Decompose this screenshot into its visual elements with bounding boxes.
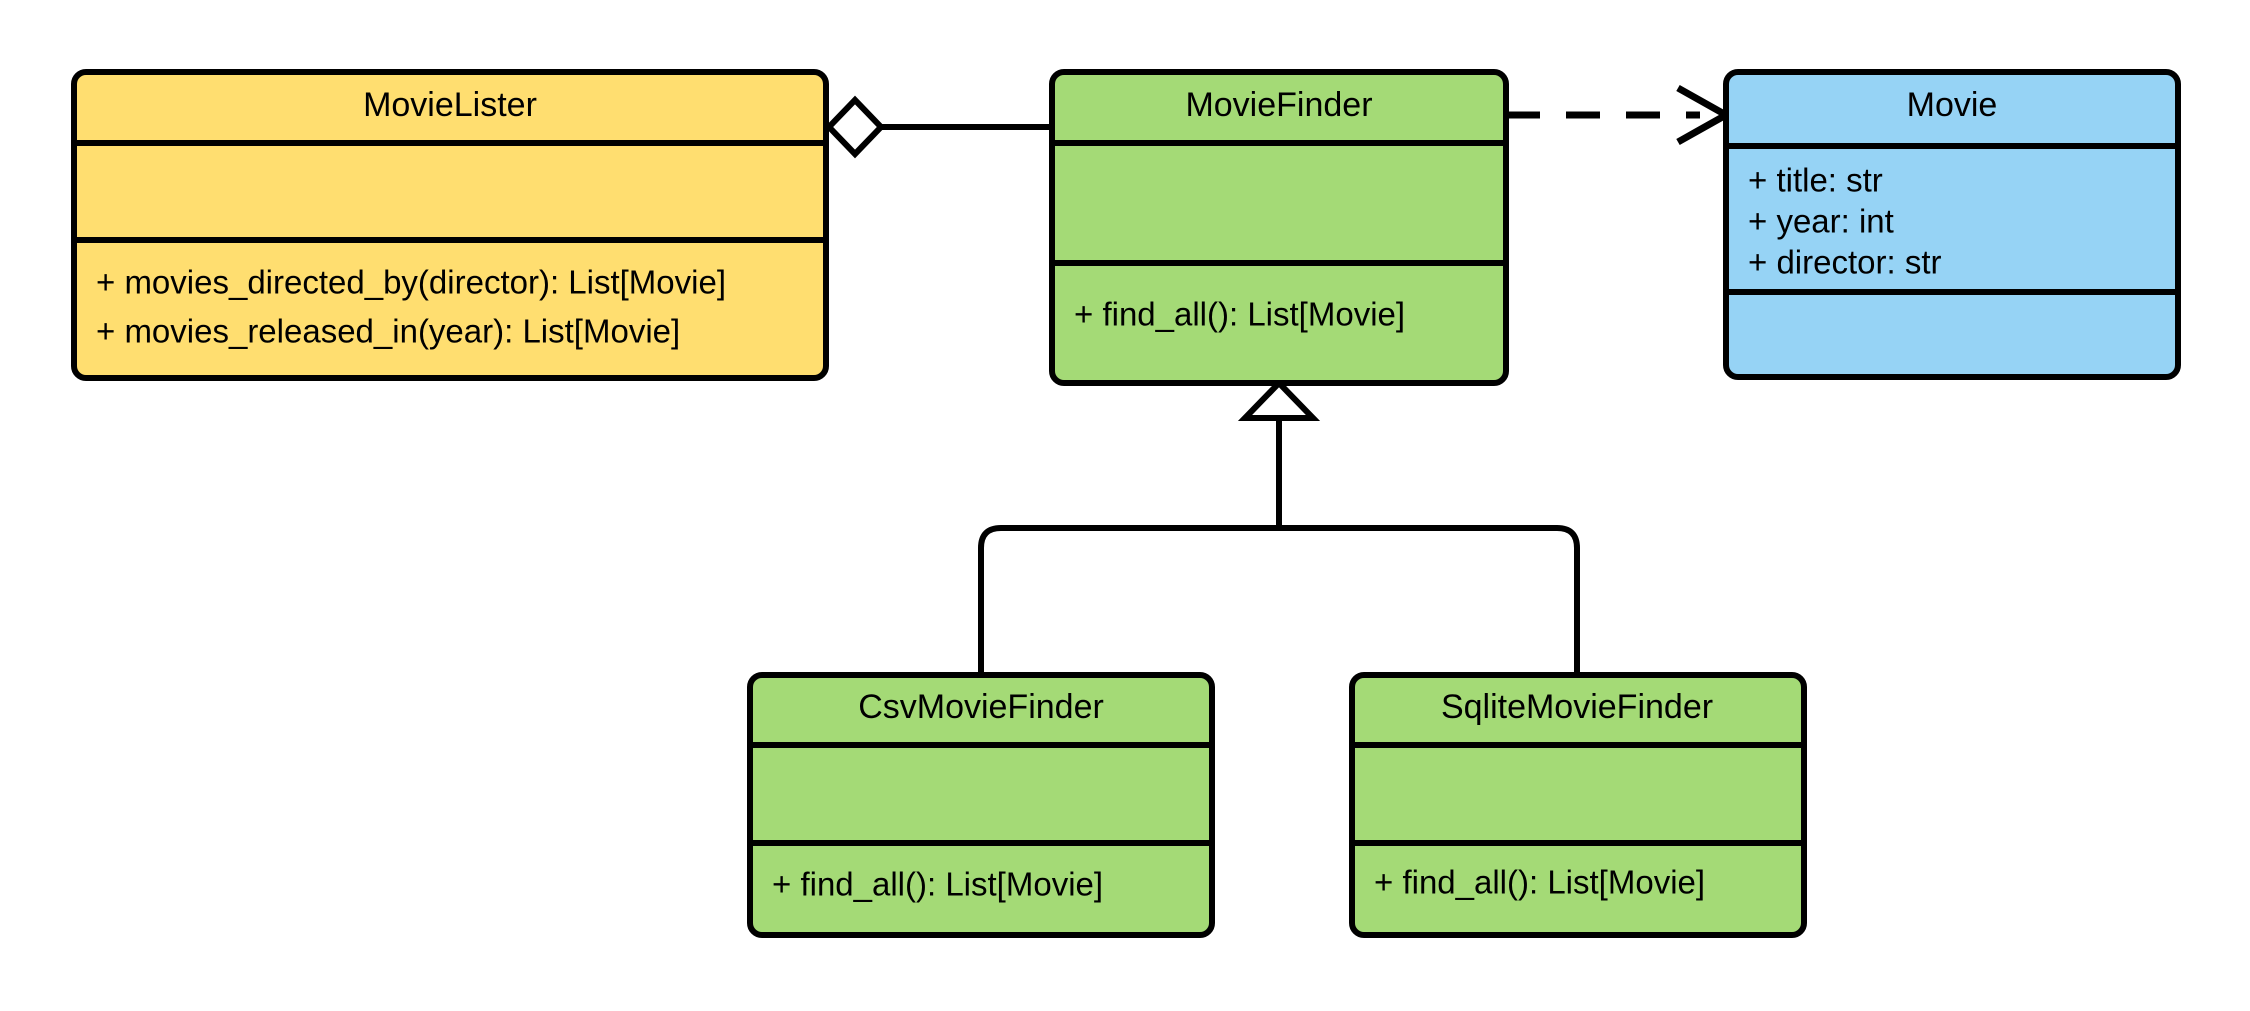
csv-movie-finder-title: CsvMovieFinder: [858, 688, 1104, 726]
relationship-aggregation-lister-finder[interactable]: [824, 95, 1052, 159]
class-box-movie-lister[interactable]: MovieLister + movies_directed_by(directo…: [71, 69, 829, 381]
movie-lister-method-0: + movies_directed_by(director): List[Mov…: [96, 264, 726, 301]
movie-lister-title: MovieLister: [363, 86, 537, 124]
hollow-triangle-icon: [1237, 378, 1321, 421]
csv-movie-finder-frame: [747, 672, 1215, 938]
generalization-branch-sqlite: [1279, 525, 1580, 675]
sqlite-movie-finder-method-0: + find_all(): List[Movie]: [1374, 864, 1705, 901]
class-box-csv-movie-finder[interactable]: CsvMovieFinder + find_all(): List[Movie]: [747, 672, 1215, 938]
movie-finder-title: MovieFinder: [1185, 86, 1372, 124]
class-box-movie[interactable]: Movie + title: str + year: int + directo…: [1723, 69, 2181, 380]
csv-movie-finder-method-0: + find_all(): List[Movie]: [772, 866, 1103, 903]
relationship-dependency-finder-movie[interactable]: [1506, 84, 1734, 146]
hollow-diamond-icon: [824, 95, 886, 159]
sqlite-movie-finder-title: SqliteMovieFinder: [1441, 688, 1713, 726]
movie-title: Movie: [1907, 86, 1998, 124]
sqlite-movie-finder-frame: [1349, 672, 1807, 938]
movie-lister-frame: [71, 69, 829, 381]
movie-attribute-0: + title: str: [1748, 162, 1883, 199]
movie-attribute-1: + year: int: [1748, 203, 1894, 240]
class-box-sqlite-movie-finder[interactable]: SqliteMovieFinder + find_all(): List[Mov…: [1349, 672, 1807, 938]
movie-finder-frame: [1049, 69, 1509, 386]
generalization-branch-csv: [978, 525, 1279, 675]
movie-lister-method-1: + movies_released_in(year): List[Movie]: [96, 313, 680, 350]
relationship-generalization-tree[interactable]: [978, 378, 1580, 675]
open-arrow-icon: [1676, 84, 1734, 146]
movie-finder-method-0: + find_all(): List[Movie]: [1074, 296, 1405, 333]
movie-attribute-2: + director: str: [1748, 244, 1941, 281]
class-box-movie-finder[interactable]: MovieFinder + find_all(): List[Movie]: [1049, 69, 1509, 386]
